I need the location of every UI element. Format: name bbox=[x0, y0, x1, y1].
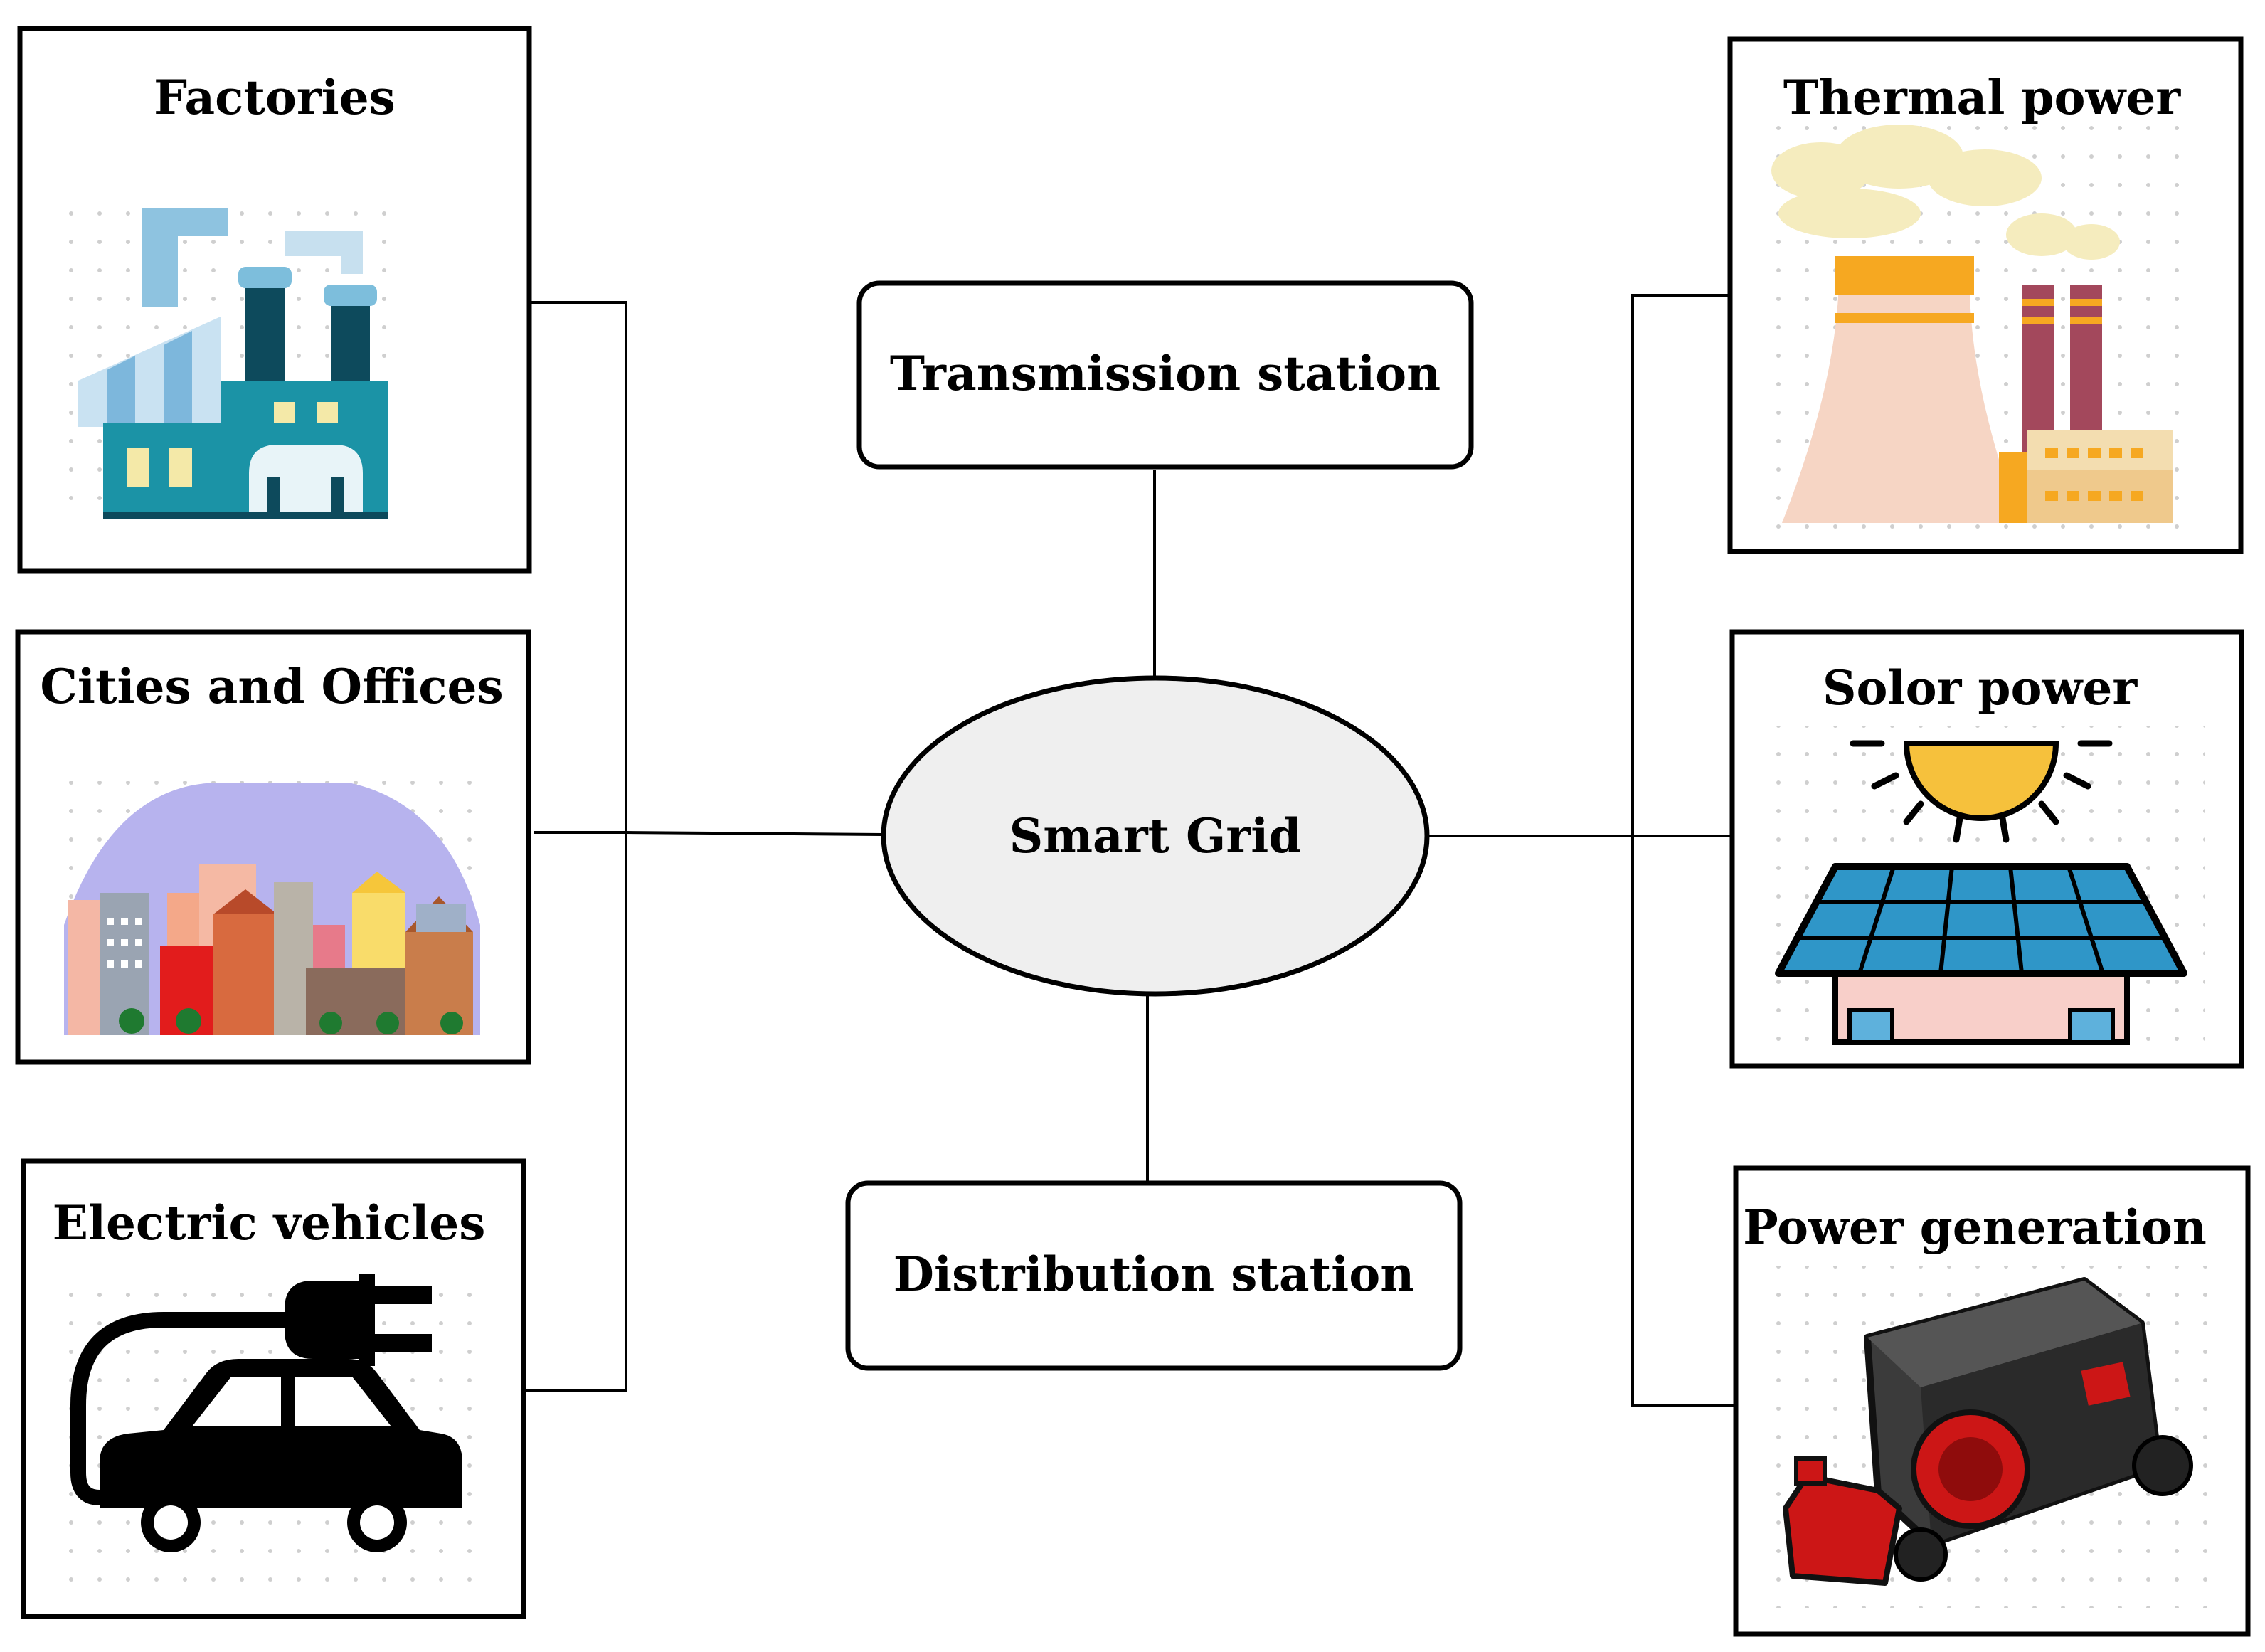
transmission-station-label: Transmission station bbox=[890, 346, 1441, 401]
cities-offices-label: Cities and Offices bbox=[40, 659, 503, 714]
thermal-power-label: Thermal power bbox=[1783, 70, 2181, 125]
factories-label: Factories bbox=[154, 70, 396, 125]
electric-vehicles-box: Electric vehicles bbox=[21, 1158, 526, 1619]
power-generation-label: Power generation bbox=[1743, 1200, 2207, 1255]
generator-icon bbox=[1771, 1266, 2212, 1608]
transmission-station-node: Transmission station bbox=[856, 280, 1474, 470]
connector-right-bus bbox=[1631, 294, 1736, 1407]
thermal-plant-icon bbox=[1771, 125, 2198, 530]
connector-left-bus bbox=[526, 301, 627, 1392]
cities-offices-box: Cities and Offices bbox=[15, 629, 531, 1065]
solor-power-label: Solor power bbox=[1823, 660, 2138, 716]
solor-power-box: Solor power bbox=[1729, 629, 2244, 1069]
city-skyline-icon bbox=[57, 781, 484, 1037]
electric-car-plug-icon bbox=[53, 1274, 480, 1587]
power-generation-box: Power generation bbox=[1733, 1165, 2251, 1637]
solar-panel-house-icon bbox=[1764, 726, 2205, 1046]
factories-box: Factories bbox=[17, 26, 532, 574]
smart-grid-node: Smart Grid bbox=[881, 675, 1430, 997]
factory-icon bbox=[64, 192, 405, 523]
distribution-station-node: Distribution station bbox=[845, 1180, 1463, 1371]
connectors bbox=[526, 294, 1736, 1407]
connector-left-to-center bbox=[534, 831, 883, 836]
electric-vehicles-label: Electric vehicles bbox=[53, 1195, 486, 1251]
thermal-power-box: Thermal power bbox=[1727, 36, 2244, 554]
distribution-station-label: Distribution station bbox=[893, 1246, 1414, 1302]
smart-grid-label: Smart Grid bbox=[1009, 808, 1302, 864]
